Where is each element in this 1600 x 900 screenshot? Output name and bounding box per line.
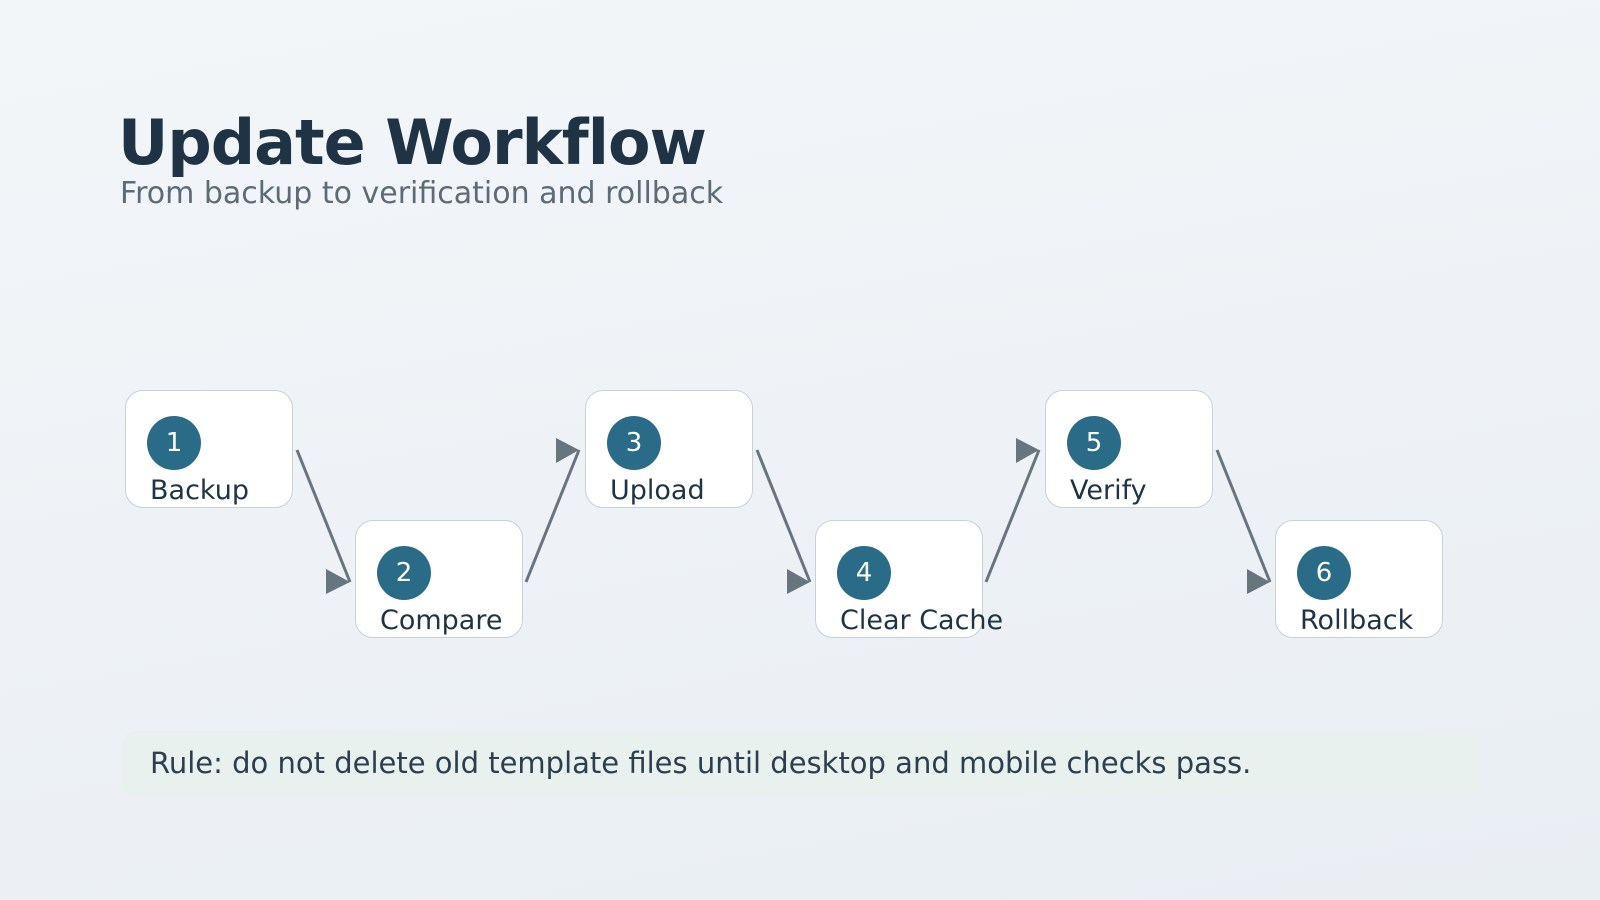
step-node-backup: 1 Backup bbox=[125, 390, 293, 508]
arrow-3-to-4 bbox=[755, 449, 812, 583]
page-subtitle: From backup to verification and rollback bbox=[120, 176, 724, 211]
step-node-clear-cache: 4 Clear Cache bbox=[815, 520, 1003, 638]
arrow-5-to-6 bbox=[1215, 449, 1272, 583]
arrowhead-4-to-5 bbox=[1016, 438, 1039, 463]
step-number-badge: 1 bbox=[147, 416, 201, 470]
step-number-badge: 3 bbox=[607, 416, 661, 470]
step-number-badge: 4 bbox=[837, 546, 891, 600]
arrow-2-to-3 bbox=[524, 449, 581, 583]
arrowhead-3-to-4 bbox=[787, 569, 810, 594]
step-number-badge: 2 bbox=[377, 546, 431, 600]
step-number-badge: 6 bbox=[1297, 546, 1351, 600]
step-node-rollback: 6 Rollback bbox=[1275, 520, 1443, 638]
step-number-badge: 5 bbox=[1067, 416, 1121, 470]
arrow-1-to-2 bbox=[295, 449, 352, 583]
step-node-compare: 2 Compare bbox=[355, 520, 523, 638]
step-label: Compare bbox=[380, 605, 503, 636]
step-node-upload: 3 Upload bbox=[585, 390, 753, 508]
step-label: Clear Cache bbox=[840, 605, 1004, 636]
rule-note: Rule: do not delete old template files u… bbox=[122, 731, 1480, 795]
step-label: Verify bbox=[1070, 475, 1147, 506]
page-title: Update Workflow bbox=[118, 106, 707, 179]
step-label: Rollback bbox=[1300, 605, 1414, 636]
arrowhead-2-to-3 bbox=[556, 438, 579, 463]
step-label: Backup bbox=[150, 475, 249, 506]
step-node-verify: 5 Verify bbox=[1045, 390, 1213, 508]
step-label: Upload bbox=[610, 475, 705, 506]
arrowhead-1-to-2 bbox=[326, 569, 350, 594]
arrowhead-5-to-6 bbox=[1247, 569, 1270, 594]
arrow-4-to-5 bbox=[984, 449, 1041, 583]
